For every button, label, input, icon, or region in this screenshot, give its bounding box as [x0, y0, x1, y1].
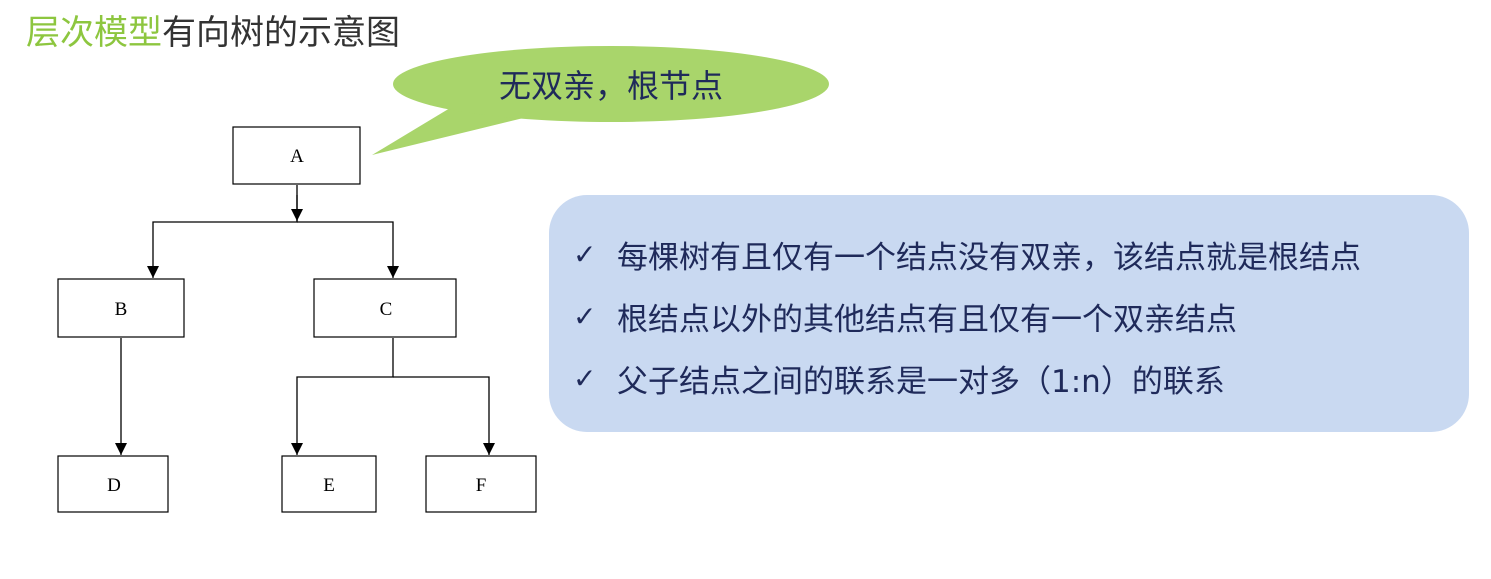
- tree-node-a: A: [232, 126, 361, 185]
- tree-node-e: E: [281, 455, 377, 513]
- callout-text: 无双亲，根节点: [498, 67, 723, 105]
- info-item-text: 每棵树有且仅有一个结点没有双亲，该结点就是根结点: [617, 239, 1361, 276]
- tree-node-d: D: [57, 455, 169, 513]
- checkmark-icon: ✓: [573, 237, 597, 271]
- callout-bubble: [372, 46, 829, 155]
- tree-node-c: C: [313, 278, 457, 338]
- edge-c-f: [393, 376, 495, 455]
- title-accent: 层次模型: [26, 13, 162, 53]
- checkmark-icon: ✓: [573, 361, 597, 395]
- tree-node-f: F: [425, 455, 537, 513]
- edge-a-c: [297, 221, 399, 278]
- node-label-c: C: [380, 299, 393, 320]
- info-item-text: 父子结点之间的联系是一对多（1:n）的联系: [617, 363, 1225, 400]
- info-list: ✓ 每棵树有且仅有一个结点没有双亲，该结点就是根结点 ✓ 根结点以外的其他结点有…: [573, 223, 1361, 409]
- info-item-text: 根结点以外的其他结点有且仅有一个双亲结点: [617, 301, 1237, 338]
- tree-edges: [115, 185, 495, 455]
- node-label-d: D: [107, 475, 121, 496]
- info-item: ✓ 每棵树有且仅有一个结点没有双亲，该结点就是根结点: [573, 223, 1361, 285]
- info-item: ✓ 父子结点之间的联系是一对多（1:n）的联系: [573, 347, 1361, 409]
- page-title: 层次模型有向树的示意图: [26, 10, 400, 56]
- node-label-b: B: [115, 299, 128, 320]
- edge-a-b: [147, 185, 298, 278]
- info-item: ✓ 根结点以外的其他结点有且仅有一个双亲结点: [573, 285, 1361, 347]
- info-box: ✓ 每棵树有且仅有一个结点没有双亲，该结点就是根结点 ✓ 根结点以外的其他结点有…: [549, 195, 1469, 432]
- callout-ellipse: [393, 46, 829, 122]
- node-label-a: A: [290, 146, 304, 167]
- edge-c-e: [291, 338, 394, 455]
- checkmark-icon: ✓: [573, 299, 597, 333]
- title-rest: 有向树的示意图: [162, 13, 400, 53]
- node-label-e: E: [323, 475, 335, 496]
- node-label-f: F: [476, 475, 487, 496]
- tree-node-b: B: [57, 278, 185, 338]
